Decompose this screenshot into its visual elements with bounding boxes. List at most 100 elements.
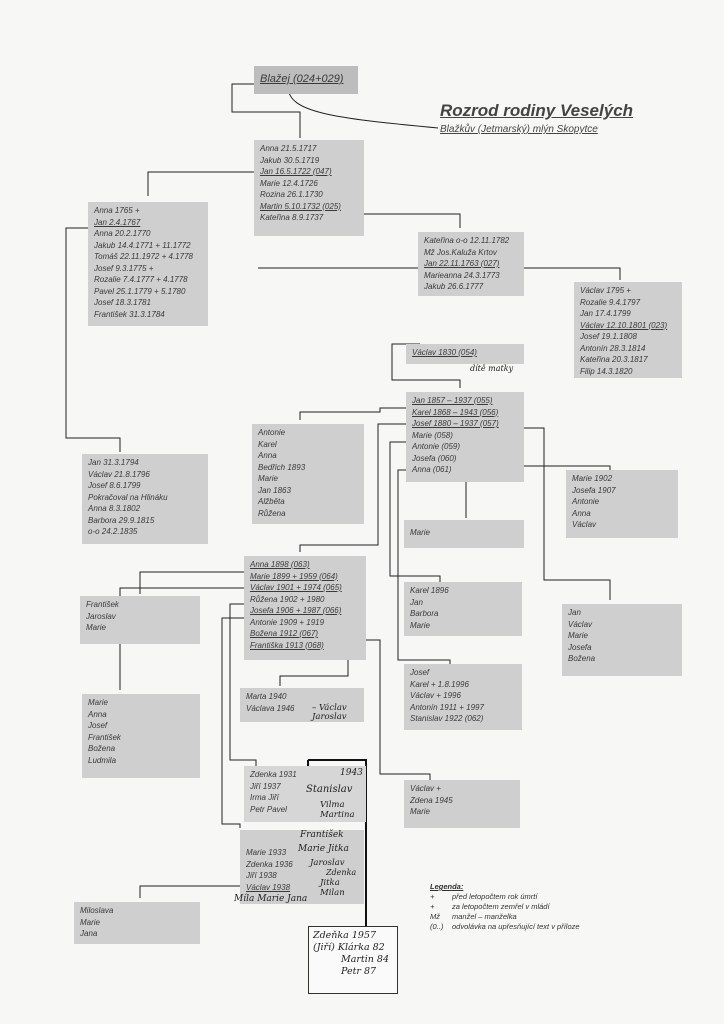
handwritten-zdenka: Zdenka bbox=[326, 868, 357, 877]
family-box-katerina: Kateřina o-o 12.11.1782 Mž Jos.Kaluža Kr… bbox=[418, 232, 524, 296]
family-box-anna1898: Anna 1898 (063) Marie 1899 + 1959 (064) … bbox=[244, 556, 366, 660]
note-line: Martin 84 bbox=[341, 954, 390, 965]
person-entry: Marie 12.4.1726 bbox=[260, 178, 318, 188]
person-entry: Marie bbox=[568, 631, 589, 640]
legend-row: +za letopočtem zemřel v mládí bbox=[430, 902, 580, 912]
person-entry: Marie bbox=[86, 623, 107, 632]
legend-row: + před letopočtem rok úmrtí bbox=[430, 892, 580, 902]
person-entry: Antonie bbox=[258, 428, 286, 437]
note-line: Zdeňka 1957 bbox=[313, 930, 377, 941]
person-entry: Antonie (059) bbox=[412, 442, 461, 451]
person-entry: Anna 20.2.1770 bbox=[94, 229, 151, 238]
person-entry: Barbora bbox=[410, 609, 439, 618]
person-entry: o-o 24.2.1835 bbox=[88, 527, 138, 536]
person-entry: Jan 31.3.1794 bbox=[88, 458, 139, 467]
legend-key: (0..) bbox=[430, 922, 444, 931]
person-entry: Zdena 1945 bbox=[410, 795, 453, 805]
person-entry: Božena bbox=[568, 654, 596, 663]
person-entry: Petr Pavel bbox=[250, 804, 287, 814]
person-entry: Stanislav 1922 (062) bbox=[410, 714, 484, 723]
family-box-antonie: Antonie Karel Anna Bedřich 1893 Marie Ja… bbox=[252, 424, 364, 524]
note-line: Petr 87 bbox=[341, 966, 377, 977]
person-entry: Jan bbox=[568, 608, 581, 617]
family-box-left1: Anna 1765 + Jan 2.4.1767 Anna 20.2.1770 … bbox=[88, 202, 208, 326]
person-entry: Václav + 1996 bbox=[410, 691, 461, 700]
person-entry: Antonín 1911 + 1997 bbox=[410, 702, 484, 712]
person-entry: Jan 16.5.1722 (047) bbox=[260, 167, 332, 176]
family-box-marie1902: Marie 1902 Josefa 1907 Antonie Anna Václ… bbox=[566, 470, 678, 538]
person-entry: Kateřina 8.9.1737 bbox=[260, 213, 324, 222]
person-entry: Františka 1913 (068) bbox=[250, 640, 324, 650]
person-entry: Tomáš 22.11.1972 + 4.1778 bbox=[94, 252, 193, 261]
legend-row: (0..)odvolávka na upřesňující text v pří… bbox=[430, 922, 580, 932]
handwritten-vaclav-jaroslav: – Václav Jaroslav bbox=[312, 703, 347, 722]
root-box: Blažej (024+029) bbox=[254, 66, 358, 94]
person-entry: Václav 1901 + 1974 (065) bbox=[250, 583, 342, 592]
handwritten-frantisek: František bbox=[300, 830, 344, 840]
person-entry: Růžena bbox=[258, 508, 286, 518]
handwritten-stanislav: Stanislav bbox=[306, 784, 353, 795]
handwritten-mila-marie-jana: Míla Marie Jana bbox=[234, 894, 308, 904]
person-entry: Jakub 26.6.1777 bbox=[424, 282, 484, 291]
person-entry: Božena bbox=[88, 744, 116, 753]
person-entry: Zdenka 1931 bbox=[250, 770, 297, 779]
legend: Legenda: +před letopočtem rok úmrtí +za … bbox=[430, 882, 580, 932]
person-entry: Václav 1830 (054) bbox=[412, 348, 477, 357]
family-box-josef: Josef Karel + 1.8.1996 Václav + 1996 Ant… bbox=[404, 664, 522, 730]
handwritten-jitka-milan: Jitka Milan bbox=[320, 878, 345, 898]
person-entry: Marie bbox=[410, 620, 431, 630]
family-box-vaclav-zdena: Václav + Zdena 1945 Marie bbox=[404, 780, 520, 828]
family-box-vaclav1830: Václav 1830 (054) bbox=[406, 344, 524, 364]
person-entry: Anna 1898 (063) bbox=[250, 560, 310, 569]
person-entry: Anna (061) bbox=[412, 465, 452, 474]
person-entry: Josef 18.3.1781 bbox=[94, 298, 151, 307]
person-entry: Václava 1946 bbox=[246, 703, 295, 713]
person-entry: Jakub 30.5.1719 bbox=[260, 155, 320, 165]
family-box-jan-vaclav: Jan Václav Marie Josefa Božena bbox=[562, 604, 682, 676]
person-entry: Marie 1899 + 1959 (064) bbox=[250, 571, 338, 581]
person-entry: Marie bbox=[88, 698, 109, 707]
person-entry: Rozina 26.1.1730 bbox=[260, 190, 323, 199]
root-label: Blažej (024+029) bbox=[260, 73, 344, 85]
person-entry: Josefa 1907 bbox=[572, 485, 616, 495]
person-entry: Antonín 28.3.1814 bbox=[580, 343, 646, 353]
person-entry: František bbox=[88, 732, 121, 742]
person-entry: Božena 1912 (067) bbox=[250, 629, 319, 638]
person-entry: Antonie bbox=[572, 497, 600, 506]
person-entry: Anna bbox=[88, 709, 107, 719]
legend-key: + bbox=[430, 892, 435, 901]
person-entry: Karel bbox=[258, 439, 277, 449]
person-entry: Jakub 14.4.1771 + 11.1772 bbox=[94, 240, 191, 250]
family-box-marie1933: Marie 1933 Zdenka 1936 Jiří 1938 Václav … bbox=[240, 830, 364, 904]
person-entry: Josef bbox=[88, 721, 108, 730]
person-entry: Václav bbox=[572, 520, 597, 529]
person-entry: Ludmila bbox=[88, 755, 117, 765]
person-entry: Václav 1795 + bbox=[580, 286, 631, 295]
family-box-jan1857: Jan 1857 – 1937 (055) Karel 1868 – 1943 … bbox=[406, 392, 524, 482]
person-entry: Josefa bbox=[568, 642, 592, 652]
family-box-gen1: Anna 21.5.1717 Jakub 30.5.1719 Jan 16.5.… bbox=[254, 140, 364, 236]
person-entry: Václav bbox=[568, 619, 593, 629]
person-entry: František 31.3.1784 bbox=[94, 309, 165, 319]
person-entry: Jan bbox=[410, 597, 423, 607]
person-entry: Karel 1868 – 1943 (056) bbox=[412, 407, 499, 417]
person-entry: František bbox=[86, 600, 119, 609]
person-entry: Josef 1880 – 1937 (057) bbox=[412, 419, 499, 428]
person-entry: Jan 2.4.1767 bbox=[94, 217, 141, 227]
legend-value: před letopočtem rok úmrtí bbox=[452, 892, 538, 901]
person-entry: Jana bbox=[80, 929, 98, 938]
person-entry: Marie 1902 bbox=[572, 474, 613, 483]
person-entry: Karel 1896 bbox=[410, 586, 449, 595]
family-box-marta: Marta 1940 Václava 1946 bbox=[240, 688, 364, 722]
person-entry: Kateřina o-o 12.11.1782 bbox=[424, 236, 510, 245]
person-entry: Miloslava bbox=[80, 906, 114, 915]
person-entry: Bedřich 1893 bbox=[258, 462, 306, 472]
person-entry: Josefa (060) bbox=[412, 453, 457, 463]
handwritten-vilma-martina: Vilma Martina bbox=[320, 800, 355, 820]
person-entry: Anna 8.3.1802 bbox=[88, 504, 141, 513]
person-entry: Josef 19.1.1808 bbox=[580, 332, 637, 341]
person-entry: Marie bbox=[258, 474, 279, 483]
person-entry: Rozalie 9.4.1797 bbox=[580, 297, 641, 307]
person-entry: Zdenka 1936 bbox=[246, 859, 293, 869]
note-line: (Jiří) Klárka 82 bbox=[313, 942, 385, 953]
